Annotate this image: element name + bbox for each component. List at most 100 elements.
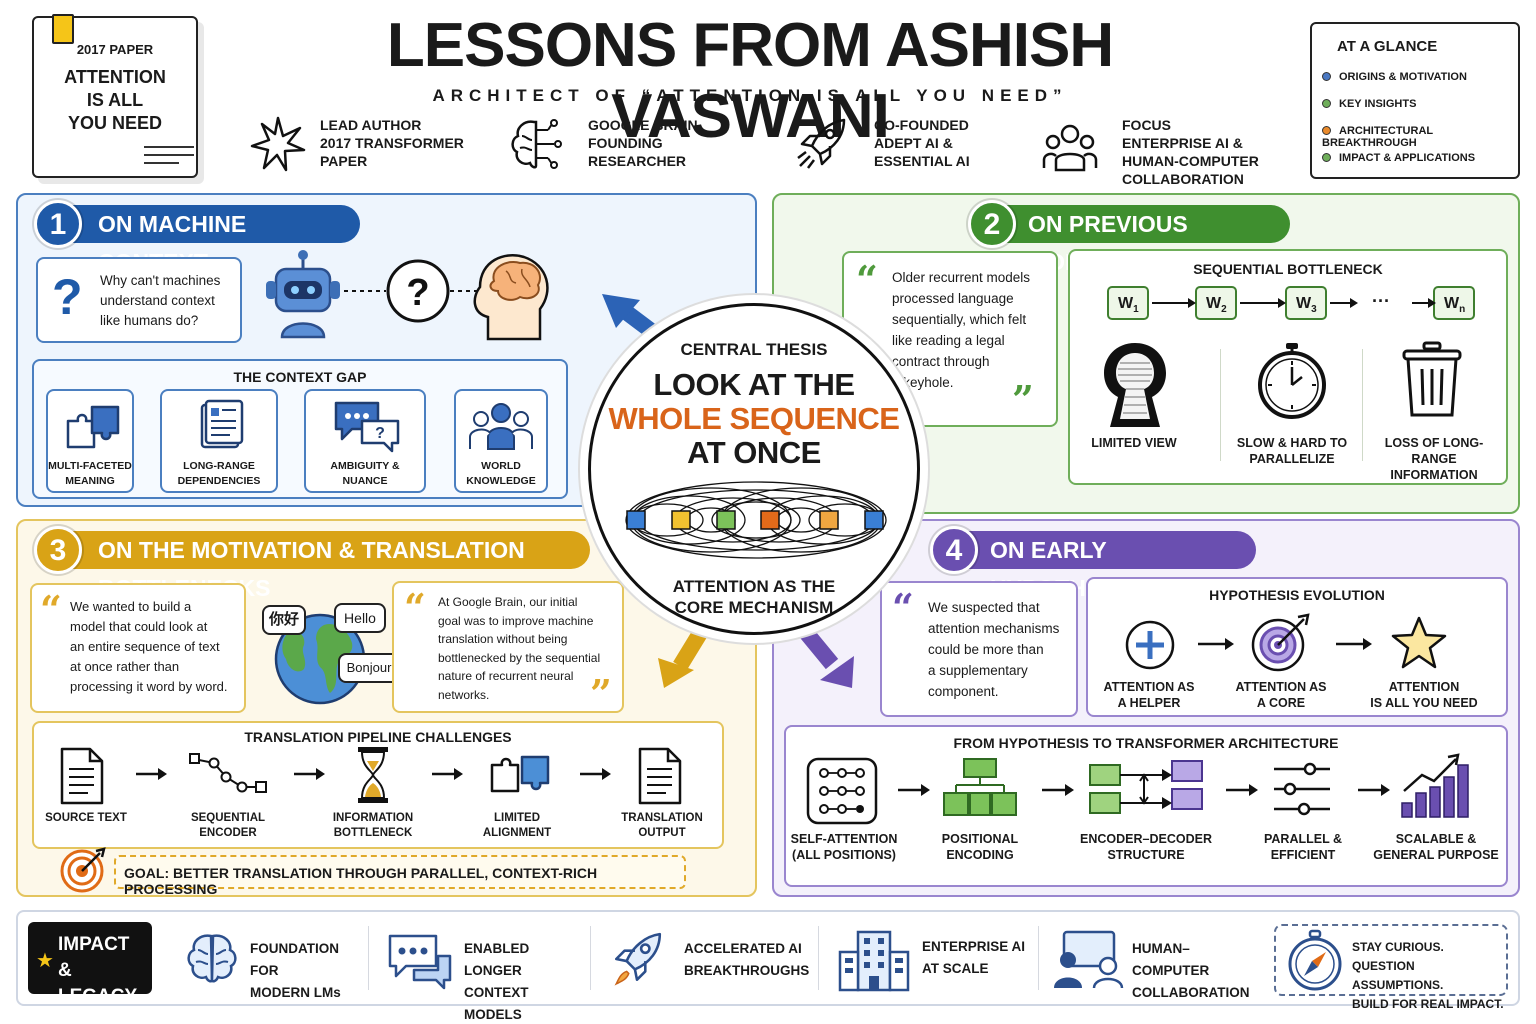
svg-text:?: ? [375, 425, 385, 442]
thesis-line-1: LOOK AT THE [653, 367, 855, 402]
footer-item-hci: HUMAN–COMPUTER COLLABORATION [1052, 920, 1262, 1000]
pipeline-label: SOURCE TEXT [45, 812, 127, 824]
pipeline-label: TRANSLATION OUTPUT [621, 812, 703, 839]
impact-legacy-footer: IMPACT & LEGACY ★ FOUNDATION FOR MODERN … [16, 910, 1520, 1022]
sequence-node [716, 510, 736, 530]
fact-text: GOOGLE BRAIN FOUNDING RESEARCHER [588, 117, 698, 169]
glance-dot [1322, 153, 1331, 162]
token-w1: W1 [1118, 295, 1139, 316]
gap-label: WORLD KNOWLEDGE [466, 460, 536, 487]
rocket-icon [797, 118, 846, 169]
gap-item-ambiguity: ? AMBIGUITY & NUANCE [304, 389, 426, 493]
star-icon: ★ [36, 950, 54, 972]
pipeline-label: LIMITED ALIGNMENT [482, 812, 552, 839]
arrow-right-icon [294, 768, 325, 780]
question-card: ? Why can't machines understand context … [36, 257, 242, 343]
close-quote-icon: ” [590, 671, 612, 716]
divider [818, 926, 819, 990]
human-computer-icon [1054, 930, 1124, 989]
sequence-node [671, 510, 691, 530]
section-3-number: 3 [34, 526, 82, 574]
section-2-number: 2 [968, 200, 1016, 248]
footer-text: FOUNDATION FOR MODERN LMs [250, 941, 341, 1000]
section-machine-context: ON MACHINE CONTEXT 1 ? Why can't machine… [16, 193, 757, 507]
target-icon [60, 847, 106, 893]
arrow-right-icon [1198, 638, 1234, 650]
human-brain-icon [473, 254, 549, 341]
impact-badge: IMPACT & LEGACY [28, 922, 152, 1007]
arrow-to-section-4-icon [797, 624, 854, 688]
closing-text: STAY CURIOUS. QUESTION ASSUMPTIONS. BUIL… [1352, 940, 1504, 1011]
glance-dot [1322, 99, 1331, 108]
chat-bubbles-icon: ? [334, 401, 400, 453]
divider [1038, 926, 1039, 990]
svg-text:?: ? [406, 272, 429, 314]
gap-item-dependencies: LONG-RANGE DEPENDENCIES [160, 389, 278, 493]
glance-item-origins: ORIGINS & MOTIVATION [1322, 71, 1467, 83]
star-burst-icon [250, 116, 306, 172]
document-icon [60, 747, 104, 805]
arch-label: SCALABLE & GENERAL PURPOSE [1373, 832, 1499, 862]
pipeline-card: TRANSLATION PIPELINE CHALLENGES SOURCE T… [32, 721, 724, 849]
target-icon [1251, 613, 1310, 672]
page-title: LESSONS FROM ASHISH VASWANI [386, 11, 1114, 151]
section-3-title: ON THE MOTIVATION & TRANSLATION BOTTLENE… [58, 531, 590, 601]
building-icon [838, 930, 910, 992]
thesis-line-3: AT ONCE [687, 435, 821, 470]
token-ellipsis: ··· [1372, 291, 1390, 311]
divider [590, 926, 591, 990]
arrow-right-icon [1358, 784, 1390, 796]
divider [1220, 349, 1221, 461]
bottleneck-label: SLOW & HARD TO PARALLELIZE [1236, 436, 1348, 466]
footer-text: ENTERPRISE AI AT SCALE [922, 939, 1026, 976]
document-icon [200, 399, 244, 449]
fact-cofounded: CO-FOUNDED ADEPT AI & ESSENTIAL AI [794, 116, 994, 178]
motivation-quote-card: “ We wanted to build a model that could … [30, 583, 246, 713]
bottleneck-title: SEQUENTIAL BOTTLENECK [1193, 261, 1383, 277]
divider [1362, 349, 1363, 461]
fact-text: FOCUS ENTERPRISE AI & HUMAN-COMPUTER COL… [1122, 117, 1259, 187]
pipeline-title: TRANSLATION PIPELINE CHALLENGES [244, 729, 512, 745]
robot-icon [266, 250, 340, 339]
footer-item-longer-context: ENABLED LONGER CONTEXT MODELS [388, 920, 578, 1022]
architecture-card: FROM HYPOTHESIS TO TRANSFORMER ARCHITECT… [784, 725, 1508, 887]
star-icon [1391, 616, 1447, 669]
bar-chart-icon [1401, 753, 1469, 818]
brain-icon [187, 934, 237, 983]
token-w3: W3 [1296, 295, 1317, 316]
impact-label: IMPACT & LEGACY [58, 934, 138, 1007]
page-subtitle: ARCHITECT OF “ATTENTION IS ALL YOU NEED” [432, 86, 1068, 105]
paper-title: ATTENTION IS ALL YOU NEED [64, 67, 166, 133]
arrow-right-icon [580, 768, 611, 780]
token-chain [1107, 286, 1475, 320]
closing-note: STAY CURIOUS. QUESTION ASSUMPTIONS. BUIL… [1274, 924, 1508, 1011]
plus-circle-icon [1125, 620, 1175, 670]
question-mark-icon: ? [52, 269, 83, 325]
fact-lead-author: LEAD AUTHOR 2017 TRANSFORMER PAPER [250, 116, 480, 178]
bubble-chinese: 你好 [262, 605, 306, 635]
open-quote-icon: “ [856, 257, 878, 302]
arrow-right-icon [1336, 638, 1372, 650]
footer-item-foundation: FOUNDATION FOR MODERN LMs [184, 920, 364, 1000]
open-quote-icon: “ [892, 585, 914, 630]
footer-text: HUMAN–COMPUTER COLLABORATION [1132, 941, 1250, 1000]
arrow-right-icon [1042, 784, 1074, 796]
evolution-label: ATTENTION IS ALL YOU NEED [1370, 680, 1478, 710]
paper-lines-icon [144, 146, 194, 170]
bottleneck-label: LIMITED VIEW [1091, 436, 1177, 450]
token-w2: W2 [1206, 295, 1227, 316]
question-circle-icon [386, 259, 450, 323]
glance-title: AT A GLANCE [1337, 38, 1438, 55]
section-early-hypotheses: ON EARLY HYPOTHESES 4 “ We suspected tha… [772, 519, 1520, 897]
people-group-icon [1042, 124, 1098, 172]
quote-text: We wanted to build a model that could lo… [70, 599, 228, 694]
sequential-bottleneck-card: SEQUENTIAL BOTTLENECK W1 W2 W3 ··· Wn LI… [1068, 249, 1508, 485]
open-quote-icon: “ [40, 587, 62, 632]
footer-text: ENABLED LONGER CONTEXT MODELS [464, 941, 530, 1022]
hypothesis-evolution-card: HYPOTHESIS EVOLUTION ATTENTION AS A HELP… [1086, 577, 1508, 717]
gap-label: MULTI-FACETED MEANING [48, 460, 132, 487]
sequence-node [864, 510, 884, 530]
stacked-blocks-icon [943, 758, 1017, 816]
pipeline-label: SEQUENTIAL ENCODER [190, 812, 266, 839]
fact-text: LEAD AUTHOR 2017 TRANSFORMER PAPER [320, 117, 464, 169]
